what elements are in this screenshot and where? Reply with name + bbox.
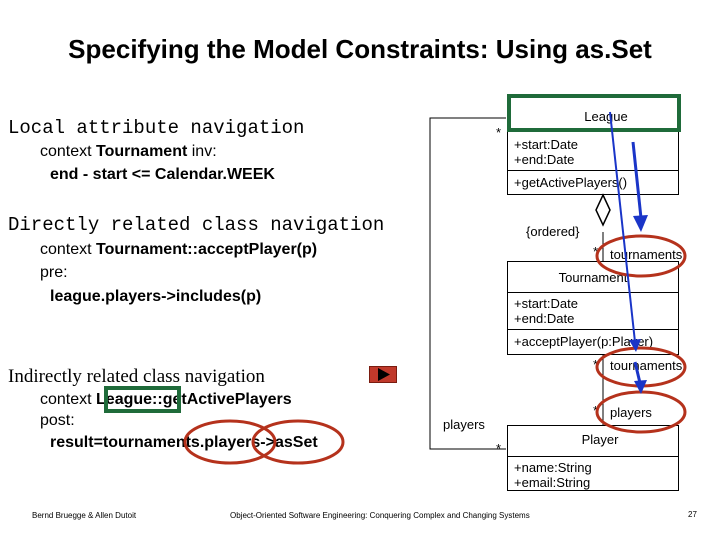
tournaments-multiplicity: *	[593, 244, 599, 259]
players-role-highlight	[595, 390, 687, 434]
play-icon	[378, 368, 390, 381]
context-keyword: context	[40, 391, 97, 408]
league-op-getactiveplayers: +getActivePlayers()	[514, 175, 628, 190]
tournament-divider-1	[507, 292, 679, 293]
direct-nav-expression: league.players->includes(p)	[50, 288, 262, 305]
local-nav-heading: Local attribute navigation	[8, 117, 305, 139]
league-text-highlight	[104, 386, 181, 413]
footer-authors: Bernd Bruegge & Allen Dutoit	[32, 511, 137, 520]
local-nav-expression: end - start <= Calendar.WEEK	[50, 166, 275, 183]
tournaments-role-highlight-2	[595, 346, 687, 388]
league-class-box	[507, 96, 679, 195]
arrow-tournaments-to-players	[633, 361, 642, 384]
direct-nav-pre: pre:	[40, 264, 68, 281]
league-attr-start: +start:Date	[514, 137, 578, 152]
context-class: Tournament	[96, 143, 188, 160]
indirect-nav-context: context League::getActivePlayers	[40, 390, 292, 410]
tournaments-role-highlight	[595, 234, 687, 278]
indirect-nav-heading: Indirectly related class navigation	[8, 366, 265, 387]
slide-title: Specifying the Model Constraints: Using …	[68, 34, 652, 64]
tournaments-text-highlight	[183, 419, 277, 465]
arrow-league-to-tournaments	[631, 141, 643, 219]
indirect-nav-post: post:	[40, 412, 75, 429]
league-multiplicity: *	[496, 125, 502, 140]
ordered-constraint: {ordered}	[526, 224, 580, 239]
players-text-highlight	[251, 419, 345, 465]
footer-page-number: 27	[688, 510, 697, 519]
direct-nav-heading: Directly related class navigation	[8, 214, 385, 236]
context-operation: Tournament::acceptPlayer(p)	[96, 241, 318, 258]
tournament-class-name: Tournament	[558, 270, 628, 285]
player-class-box	[507, 425, 679, 491]
context-inv: inv:	[187, 143, 217, 160]
arrow-head-tournaments	[633, 215, 648, 232]
league-divider	[507, 170, 679, 171]
player-divider	[507, 456, 679, 457]
local-nav-context: context Tournament inv:	[40, 142, 217, 162]
context-keyword: context	[40, 241, 97, 258]
context-operation: League::getActivePlayers	[96, 391, 292, 408]
tournaments-role-label: tournaments	[610, 247, 683, 262]
tournament-attr-end: +end:Date	[514, 311, 575, 326]
player-attr-name: +name:String	[514, 460, 592, 475]
players-role-label: players	[610, 405, 652, 420]
tournament-divider-2	[507, 329, 679, 330]
players-multiplicity: *	[593, 403, 599, 418]
arrow-league-to-tournament-class	[609, 111, 636, 343]
next-slide-button[interactable]	[369, 366, 397, 383]
league-attr-end: +end:Date	[514, 152, 575, 167]
league-class-name: League	[584, 109, 628, 124]
tournament-attr-start: +start:Date	[514, 296, 578, 311]
league-highlight	[507, 94, 681, 132]
direct-nav-context: context Tournament::acceptPlayer(p)	[40, 240, 317, 260]
player-class-name: Player	[581, 432, 619, 447]
footer-book-title: Object-Oriented Software Engineering: Co…	[230, 511, 530, 520]
tournaments-multiplicity-2: *	[593, 357, 599, 372]
arrow-head-tournament-class	[629, 339, 641, 352]
players-role-label-left: players	[443, 417, 485, 432]
tournament-op-acceptplayer: +acceptPlayer(p:Player)	[514, 334, 654, 349]
context-keyword: context	[40, 143, 97, 160]
tournaments-role-label-2: tournaments	[610, 358, 683, 373]
league-player-association	[429, 117, 506, 450]
arrow-head-players	[634, 380, 647, 394]
aggregation-diamond	[595, 193, 611, 227]
player-attr-email: +email:String	[514, 475, 591, 490]
